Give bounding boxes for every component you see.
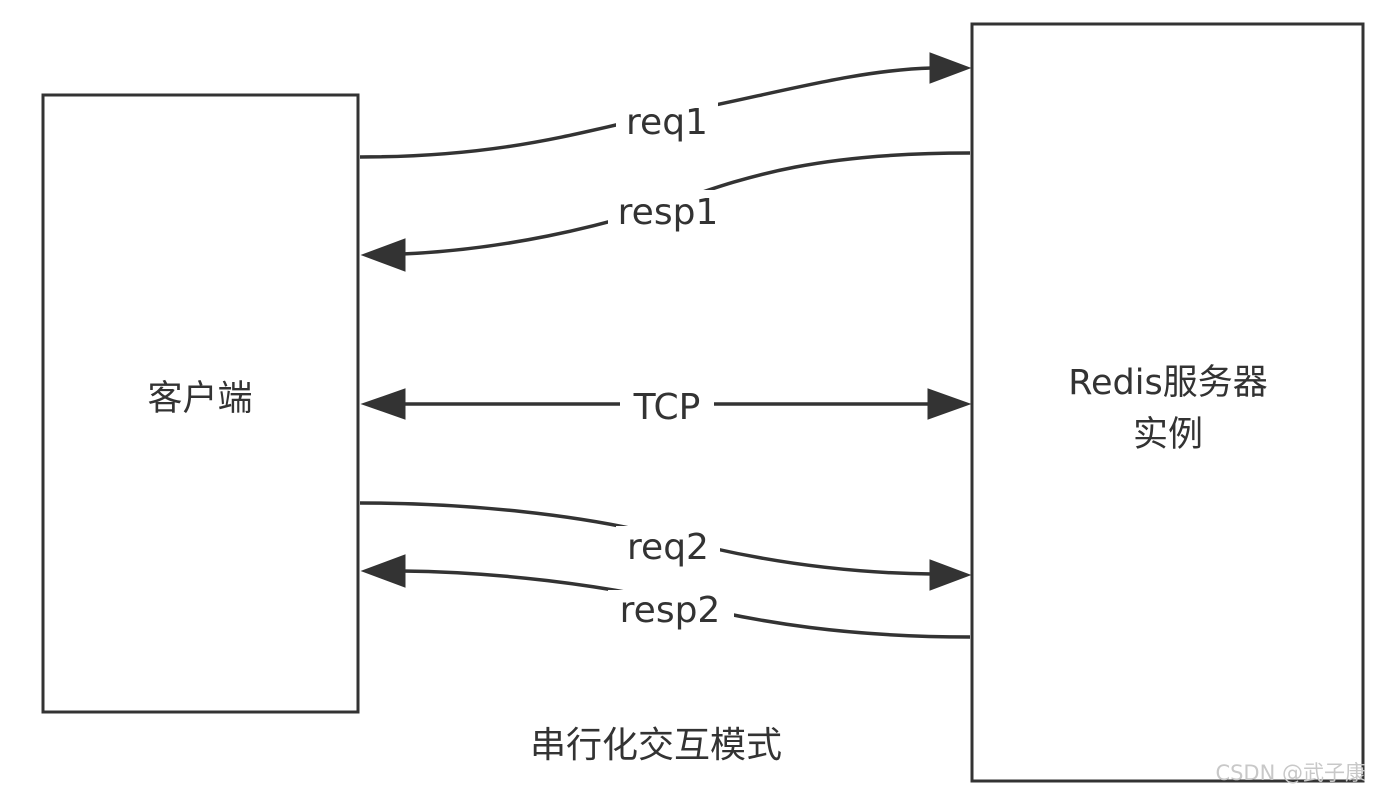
edge-req2: req2 [359, 501, 972, 591]
edge-req1-arrowhead [929, 52, 972, 84]
edge-resp1-label: resp1 [618, 192, 719, 233]
edge-tcp-arrowhead-right [927, 388, 972, 420]
edge-req2-label-bg [616, 526, 720, 566]
server-box [970, 22, 1365, 783]
edge-resp2-arrowhead [360, 554, 406, 588]
server-label-line1: Redis服务器 [1068, 363, 1267, 403]
edge-resp2-label-bg [608, 590, 734, 632]
edge-resp1-label-bg [608, 190, 730, 232]
edge-tcp-label: TCP [633, 387, 701, 428]
edge-resp1: resp1 [360, 151, 971, 272]
edge-req1-label-bg [616, 100, 718, 142]
edge-tcp-arrowhead-left [360, 388, 406, 420]
client-node: 客户端 [41, 93, 360, 714]
server-node: Redis服务器 实例 [970, 22, 1365, 783]
edge-resp1-arrowhead [360, 238, 406, 272]
edge-tcp-label-bg [620, 385, 714, 425]
server-label-line2: 实例 [1133, 415, 1203, 455]
edge-resp2-label: resp2 [620, 590, 721, 631]
edge-resp2: resp2 [360, 554, 971, 639]
edge-req2-arrowhead [929, 559, 972, 591]
diagram-caption: 串行化交互模式 [530, 725, 782, 766]
edge-tcp: TCP [360, 385, 972, 428]
watermark: CSDN @武子康 [1215, 761, 1366, 785]
edge-req1-label: req1 [626, 102, 708, 143]
client-label: 客户端 [147, 379, 252, 419]
client-box [41, 93, 360, 714]
edge-req1: req1 [359, 52, 972, 159]
edge-req2-label: req2 [627, 527, 709, 568]
